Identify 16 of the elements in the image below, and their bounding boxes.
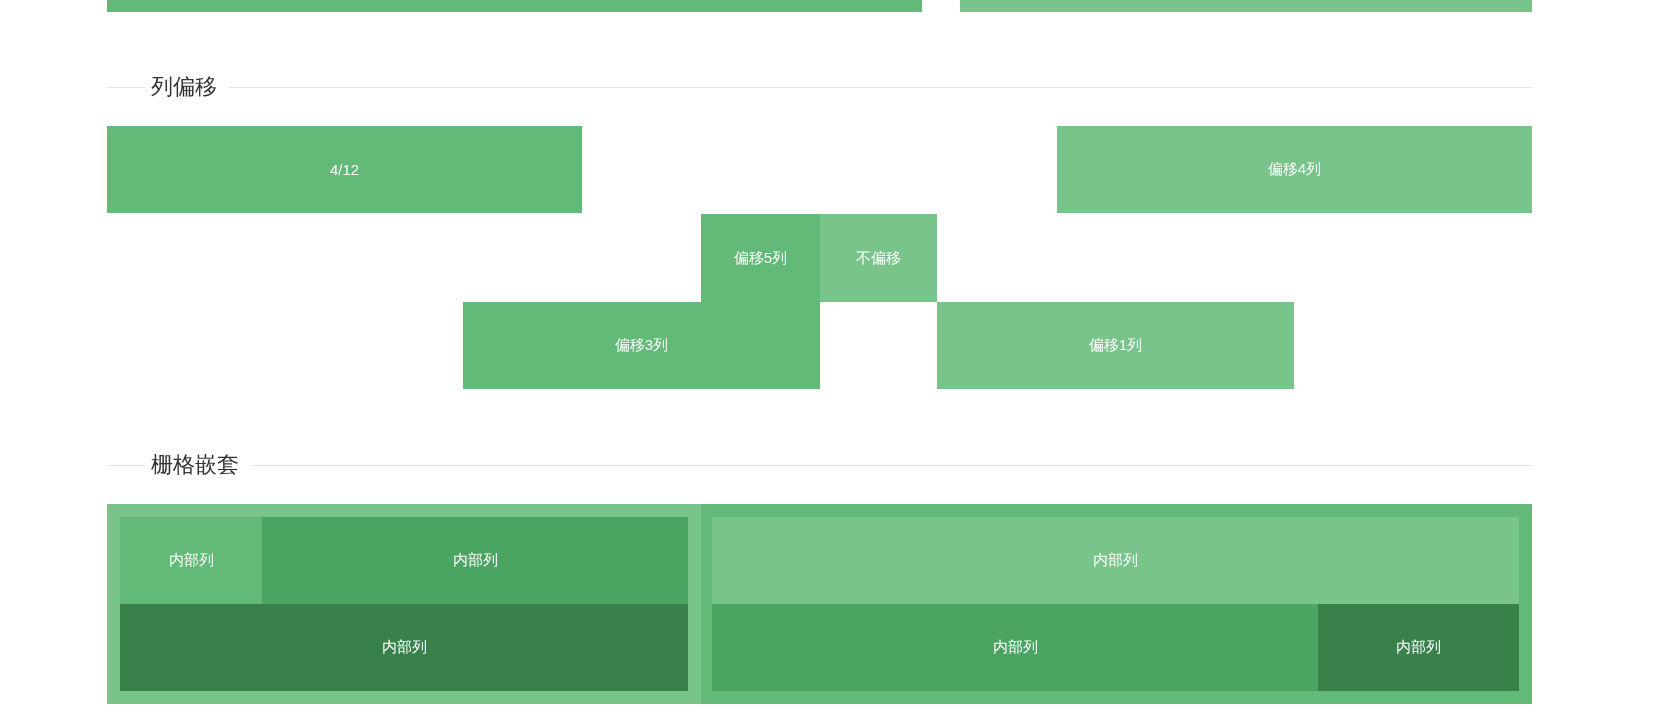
grid-column: 不偏移: [820, 214, 937, 302]
grid-column: 偏移5列: [701, 214, 820, 302]
grid-column: 偏移1列: [937, 302, 1294, 389]
grid-column: 内部列: [120, 517, 262, 604]
bar: [960, 0, 1532, 12]
grid-column: 内部列: [712, 517, 1519, 604]
grid-column: 内部列: [712, 604, 1318, 691]
bar: [107, 0, 922, 12]
column-panel: [701, 504, 1532, 704]
grid-column: 内部列: [262, 517, 688, 604]
grid-column: 内部列: [120, 604, 688, 691]
grid-column: 偏移3列: [463, 302, 820, 389]
grid-column: 4/12: [107, 126, 582, 213]
grid-column: 偏移4列: [1057, 126, 1532, 213]
grid-column: 内部列: [1318, 604, 1519, 691]
column-panel: [107, 504, 701, 704]
